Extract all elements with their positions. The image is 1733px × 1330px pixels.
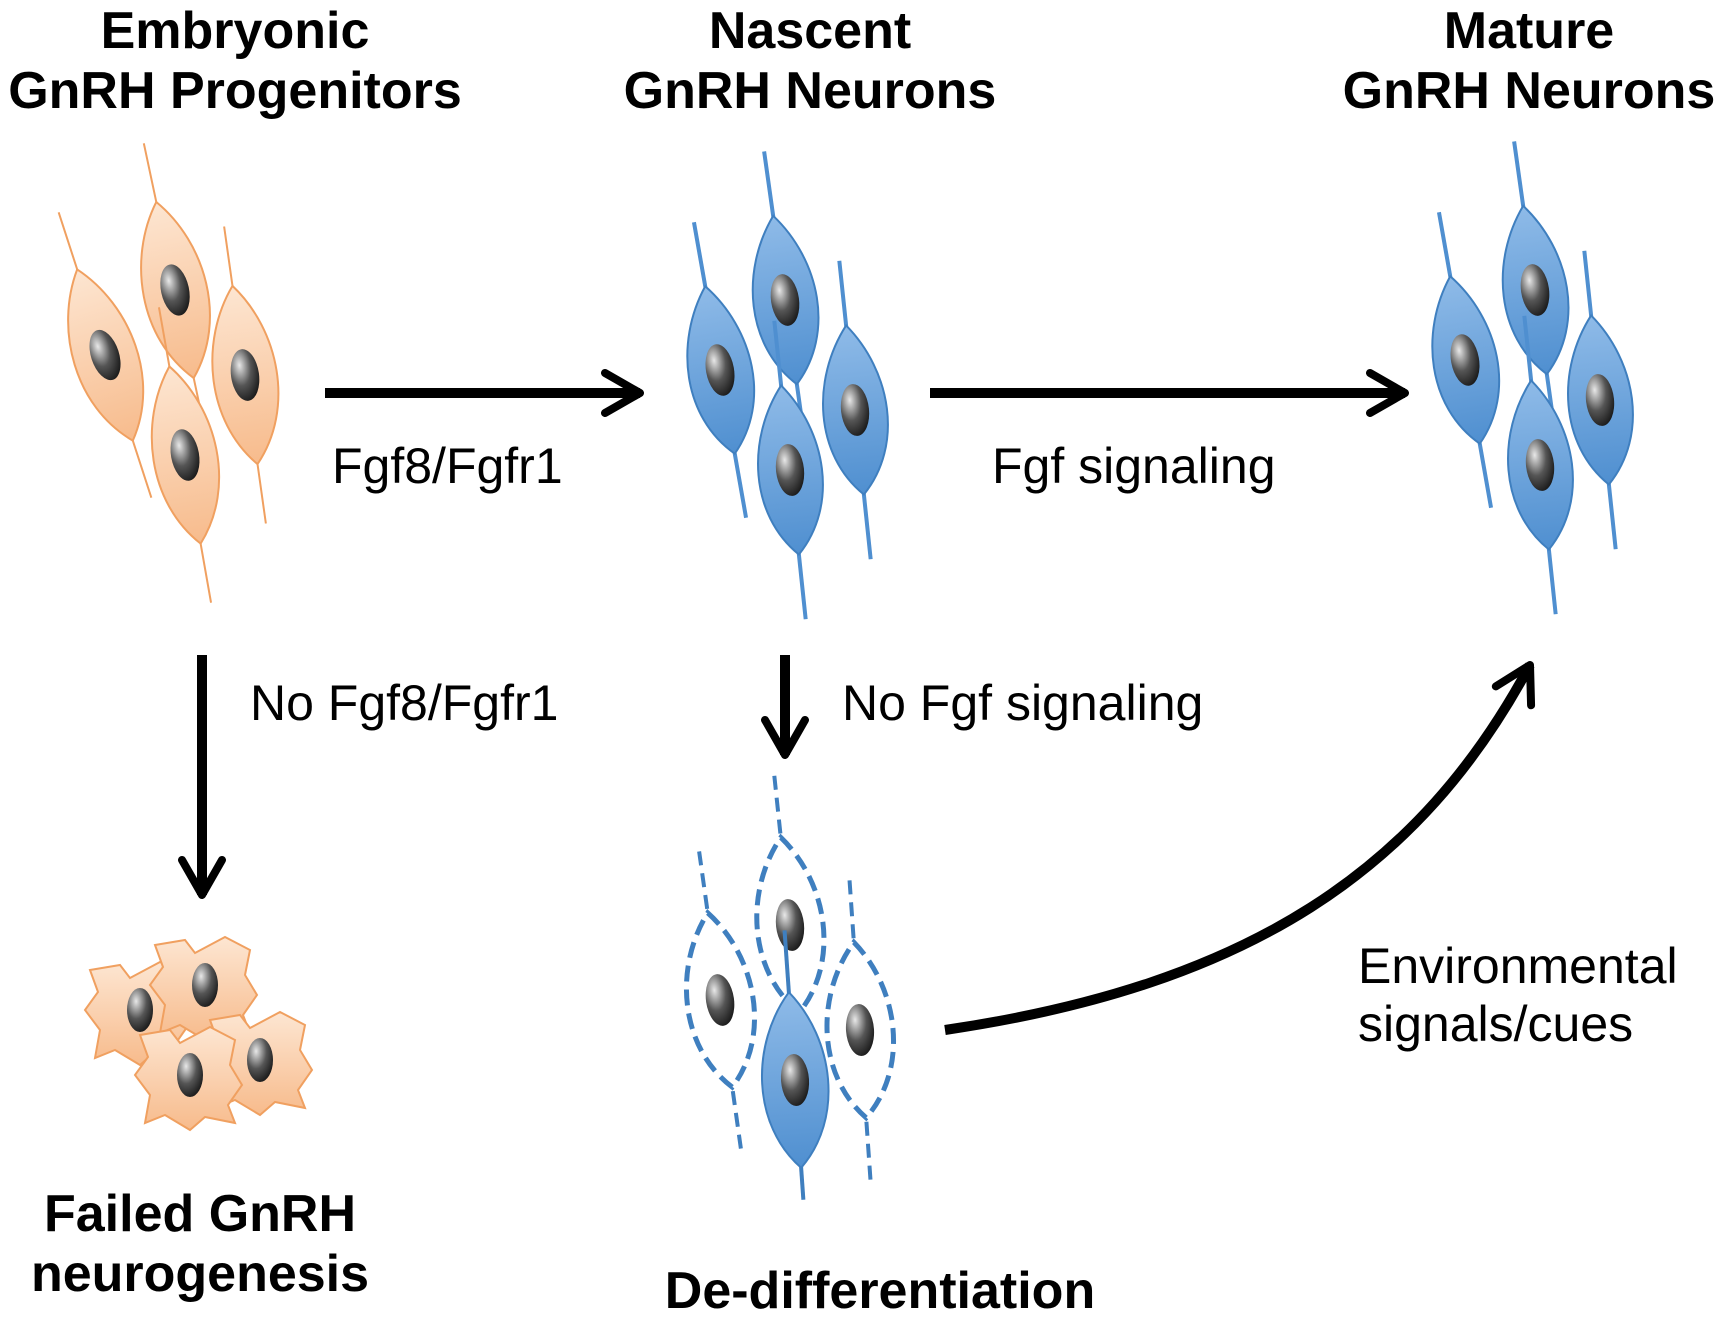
nascent-title-line1: Nascent bbox=[708, 2, 912, 60]
label-environmental-line1: Environmental bbox=[1358, 938, 1678, 994]
label-environmental-line2: signals/cues bbox=[1358, 995, 1634, 1052]
progenitors-title-line1: Embryonic bbox=[100, 2, 370, 60]
failed-title-line1: Failed GnRH bbox=[43, 1185, 357, 1243]
dedifferentiated-cell bbox=[683, 851, 758, 1149]
nascent-neuron-cluster bbox=[686, 151, 889, 620]
progenitors-title-line2: GnRH Progenitors bbox=[8, 61, 462, 120]
label-fgf8-fgfr1: Fgf8/Fgfr1 bbox=[332, 438, 563, 494]
nascent-neuron bbox=[686, 221, 756, 519]
progenitors-title: Embryonic GnRH Progenitors bbox=[0, 2, 470, 122]
progenitor-cell-cluster bbox=[57, 143, 280, 603]
mature-title-line1: Mature bbox=[1443, 2, 1615, 60]
nascent-title: Nascent GnRH Neurons bbox=[590, 2, 1030, 122]
failed-cell-cluster bbox=[83, 935, 314, 1132]
mature-title: Mature GnRH Neurons bbox=[1325, 2, 1733, 122]
mature-neuron bbox=[1507, 315, 1574, 615]
dedifferentiated-cell-cluster bbox=[683, 775, 896, 1200]
label-no-fgf-signaling: No Fgf signaling bbox=[842, 675, 1204, 731]
progenitor-cell bbox=[57, 212, 153, 498]
dedifferentiation-title-line1: De-differentiation bbox=[664, 1262, 1096, 1320]
label-no-fgf8-fgfr1: No Fgf8/Fgfr1 bbox=[250, 675, 559, 731]
failed-cell bbox=[133, 1025, 244, 1132]
progenitor-cell bbox=[150, 307, 221, 603]
dedifferentiated-cell bbox=[824, 880, 896, 1180]
mature-neuron bbox=[1501, 141, 1570, 439]
mature-neuron bbox=[1431, 211, 1501, 509]
label-fgf-signaling: Fgf signaling bbox=[992, 438, 1276, 494]
mature-neuron-cluster bbox=[1431, 141, 1634, 615]
nascent-neuron bbox=[757, 320, 824, 620]
dedifferentiation-title: De-differentiation bbox=[600, 1262, 1160, 1322]
arrow-dediff-to-mature bbox=[944, 661, 1536, 1035]
dedifferentiated-cell-intact bbox=[760, 930, 830, 1200]
nascent-neuron bbox=[822, 260, 889, 560]
progenitor-cell bbox=[211, 226, 280, 524]
nascent-neuron bbox=[751, 151, 820, 449]
failed-title-line2: neurogenesis bbox=[30, 1244, 370, 1303]
label-environmental-cues: Environmental signals/cues bbox=[1358, 938, 1678, 1053]
failed-title: Failed GnRH neurogenesis bbox=[0, 1185, 400, 1305]
nascent-title-line2: GnRH Neurons bbox=[623, 61, 997, 120]
progenitor-cell bbox=[140, 143, 211, 437]
mature-neuron bbox=[1567, 250, 1634, 550]
mature-title-line2: GnRH Neurons bbox=[1342, 61, 1716, 120]
